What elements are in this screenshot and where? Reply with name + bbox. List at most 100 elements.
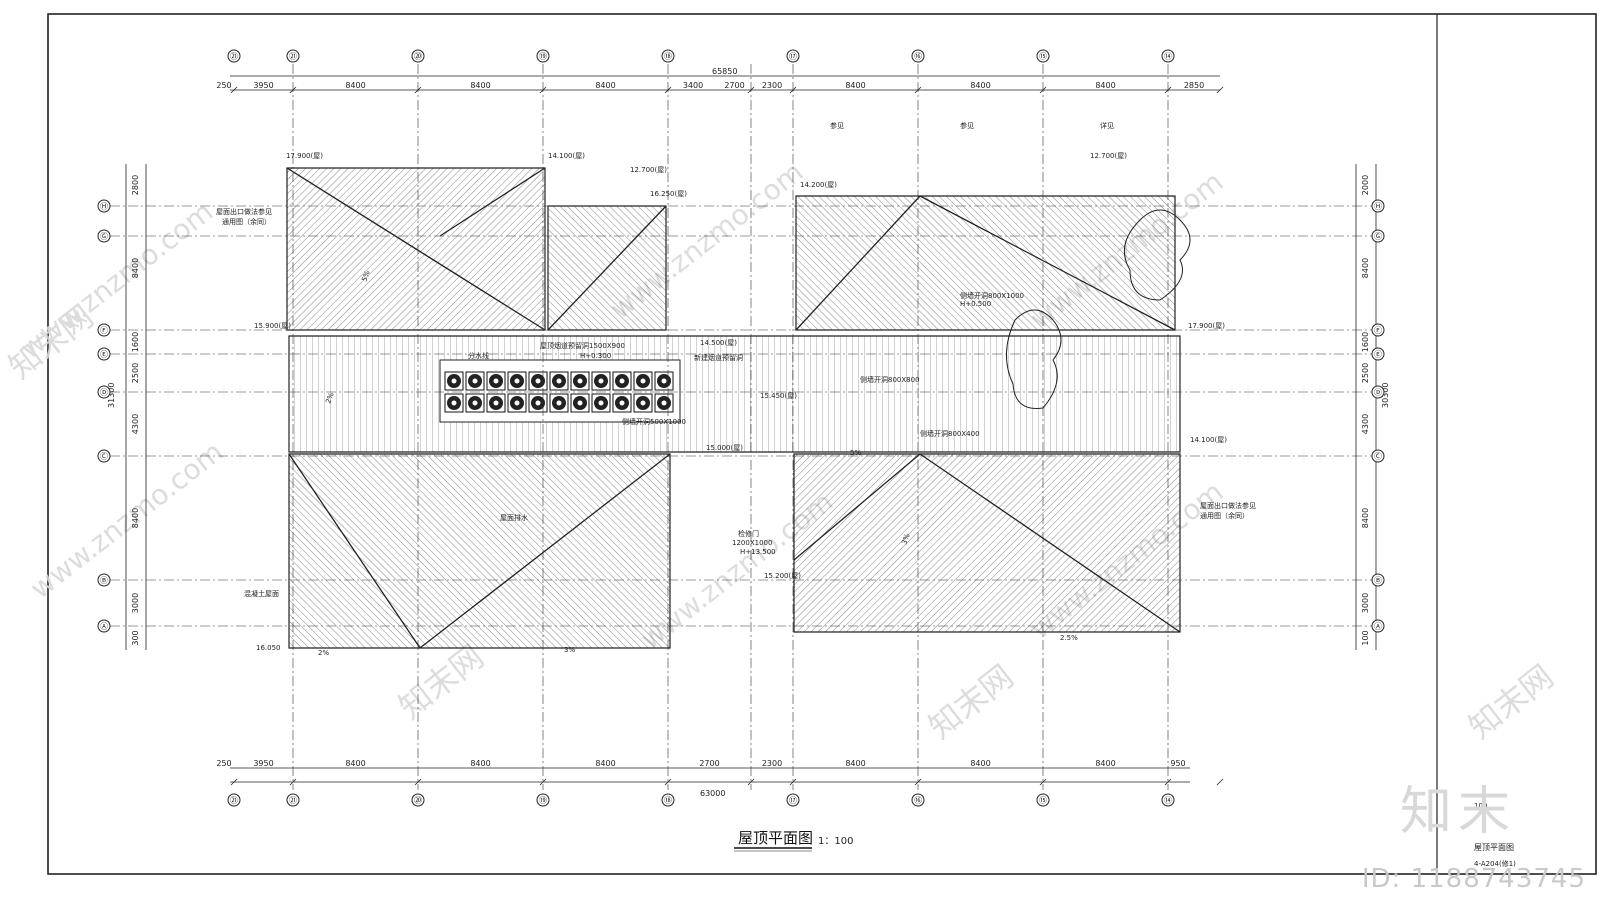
dim-segment-label: 8400 <box>1095 81 1115 90</box>
axis-bubble-label: ㉑ <box>230 796 238 805</box>
elev-label: 12.700(屋) <box>1090 152 1127 160</box>
axis-bubble-label: ⑯ <box>914 796 922 805</box>
elev-label: 14.500(屋) <box>700 339 737 347</box>
dim-segment-label: 4300 <box>1361 414 1370 434</box>
ac-hub <box>472 378 478 384</box>
ac-hub <box>514 378 520 384</box>
tree-symbol <box>1005 309 1062 409</box>
axis-bubble <box>536 793 550 807</box>
axis-bubble <box>97 347 111 361</box>
svg-text:www.znzmo.com: www.znzmo.com <box>24 435 229 606</box>
axis-bubble-label: ⑯ <box>914 52 922 61</box>
dim-segment-label: 8400 <box>595 81 615 90</box>
axis-bubble-label: ㉑ <box>289 52 297 61</box>
svg-text:知末网: 知末网 <box>392 637 491 726</box>
axis-bubble-label: ⑳ <box>414 52 422 61</box>
dim-segment-label: 8400 <box>845 759 865 768</box>
dim-top-overall: 65850 <box>712 67 737 76</box>
dim-segment-label: 3000 <box>131 593 140 613</box>
slope-label: 5% <box>850 449 861 457</box>
axis-bubble <box>97 573 111 587</box>
note-label: 屋面出口做法参见 <box>1200 501 1256 510</box>
axis-bubble <box>97 199 111 213</box>
dimension-texts: 65850 63000 31300 30300 <box>107 67 1390 798</box>
axis-bubble-label: Ⓖ <box>1374 232 1382 241</box>
dim-left-overall: 31300 <box>107 383 116 408</box>
dim-segment-label: 8400 <box>470 759 490 768</box>
elev-label: 15.450(屋) <box>760 392 797 400</box>
sheet-frame <box>47 13 1597 875</box>
dim-segment-label: 2700 <box>724 81 744 90</box>
slope-label: 3% <box>564 646 575 654</box>
axis-bubble-label: ⑱ <box>664 52 672 61</box>
note-label: 详见 <box>1100 121 1114 130</box>
annotations: 分水线 屋顶烟道预留洞1500X900 侧墙开洞800X1000 侧墙开洞800… <box>216 121 1256 598</box>
dim-segment-label: 8400 <box>131 258 140 278</box>
elev-label: 17.900(屋) <box>1188 322 1225 330</box>
dim-segment-label: 3950 <box>253 81 273 90</box>
ac-hub <box>661 400 667 406</box>
axis-bubble <box>1371 619 1385 633</box>
slope-label: 2% <box>318 649 329 657</box>
axis-bubble-label: Ⓒ <box>1374 452 1382 461</box>
svg-text:知末网: 知末网 <box>922 657 1021 746</box>
dim-segment-label: 2500 <box>1361 363 1370 383</box>
axis-bubble <box>97 619 111 633</box>
note-label: 1200X1000 <box>732 539 772 547</box>
axis-bubble <box>1161 49 1175 63</box>
slope-labels: 5% 2% 3% 2.5% 3% 5% 2% <box>318 269 1078 657</box>
axis-bubble-label: ㉑ <box>289 796 297 805</box>
axis-bubble-label: Ⓐ <box>1374 622 1382 631</box>
ac-hub <box>640 378 646 384</box>
axis-bubble-label: ⑰ <box>789 52 797 61</box>
axis-bubble <box>1371 449 1385 463</box>
axis-bubble-label: Ⓗ <box>1374 202 1382 211</box>
axis-bubble-label: Ⓕ <box>100 326 108 335</box>
axis-bubble-label: ⑰ <box>789 796 797 805</box>
axis-bubble <box>1036 49 1050 63</box>
axis-bubble <box>97 385 111 399</box>
note-label: H+13.500 <box>740 548 776 556</box>
axis-lines-horizontal <box>110 205 1380 627</box>
note-label: 参见 <box>830 121 844 130</box>
note-label: 混凝土屋面 <box>244 589 279 598</box>
dim-right-overall: 30300 <box>1381 383 1390 408</box>
slope-label: 2.5% <box>1060 634 1078 642</box>
drawing-title: 屋顶平面图 <box>738 829 813 847</box>
axis-bubble <box>786 49 800 63</box>
axis-bubble <box>411 793 425 807</box>
note-label: 新建烟道预留洞 <box>694 353 743 362</box>
axis-bubble <box>1371 573 1385 587</box>
elev-label: 15.900(屋) <box>254 322 291 330</box>
sheet-number: 4-A204(修1) <box>1474 859 1516 868</box>
dim-bottom-overall: 63000 <box>700 789 725 798</box>
ac-hub <box>598 400 604 406</box>
axis-bubble-label: Ⓓ <box>1374 388 1382 397</box>
elev-label: 14.100(屋) <box>1190 436 1227 444</box>
note-label: 侧墙开洞800X400 <box>920 429 980 438</box>
slope-label: 5% <box>360 269 371 282</box>
ac-hub <box>556 378 562 384</box>
axis-bubble <box>97 449 111 463</box>
note-label: 屋面排水 <box>500 513 528 522</box>
note-label: 侧墙开洞500X1000 <box>622 417 686 426</box>
ac-hub <box>661 378 667 384</box>
dim-segment-label: 250 <box>216 759 231 768</box>
axis-bubble-label: ⑳ <box>414 796 422 805</box>
axis-bubble <box>911 49 925 63</box>
axis-bubble-label: Ⓖ <box>100 232 108 241</box>
equipment-area <box>439 359 681 423</box>
ac-hub <box>535 400 541 406</box>
axis-bubble <box>1371 199 1385 213</box>
ac-hub <box>577 378 583 384</box>
slope-label: 2% <box>324 391 335 404</box>
ac-hub <box>619 400 625 406</box>
note-label: H+0.300 <box>580 352 611 360</box>
ac-hub <box>619 378 625 384</box>
svg-text:知末网: 知末网 <box>1462 657 1561 746</box>
